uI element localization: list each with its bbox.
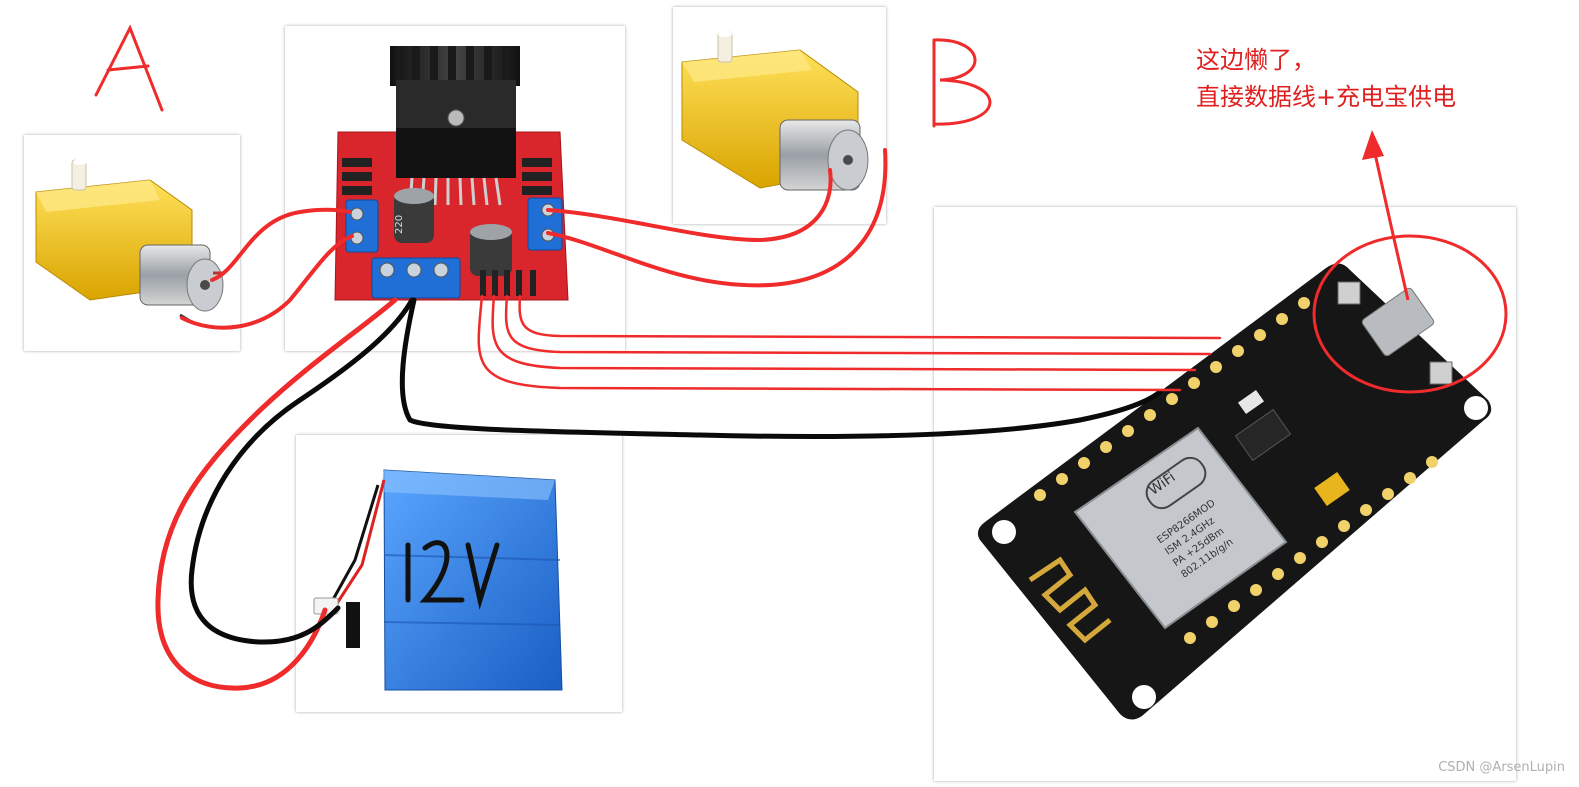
- flash-button: [1337, 281, 1361, 305]
- motor-a-label: A: [125, 98, 126, 101]
- nodemcu-esp8266-board: WiFi ESP8266MOD ISM 2.4GHz PA +25dBm 802…: [977, 263, 1492, 720]
- power-terminal: [371, 257, 461, 299]
- annotation-note-line-1: 这边懒了，: [1196, 46, 1316, 74]
- l298n-driver-board: 220: [334, 46, 569, 301]
- svg-text:220: 220: [394, 215, 405, 234]
- output-terminal-b: [527, 197, 563, 251]
- signal-header: [480, 270, 536, 296]
- capacitor-1: 220: [394, 188, 434, 243]
- battery-pack-12v: [313, 469, 563, 691]
- capacitor-2: [470, 224, 512, 276]
- micro-usb-port: [1361, 287, 1435, 357]
- cap1-value: 220: [394, 215, 405, 234]
- bottom-pin-header: [1184, 456, 1438, 644]
- motor-b: [681, 31, 869, 191]
- wires: [155, 148, 1222, 691]
- motor-a: [35, 159, 225, 323]
- rst-button: [1429, 361, 1453, 385]
- annotation-arrow: [1370, 139, 1410, 301]
- output-terminal-a: [345, 199, 379, 253]
- arrow-head: [1362, 130, 1384, 160]
- wifi-logo: [1145, 456, 1207, 510]
- usb-highlight-circle: [1312, 234, 1508, 394]
- watermark: CSDN @ArsenLupin: [1438, 760, 1565, 775]
- annotation-note-line-2: 直接数据线+充电宝供电: [1196, 83, 1457, 111]
- top-pin-header: [1034, 297, 1310, 501]
